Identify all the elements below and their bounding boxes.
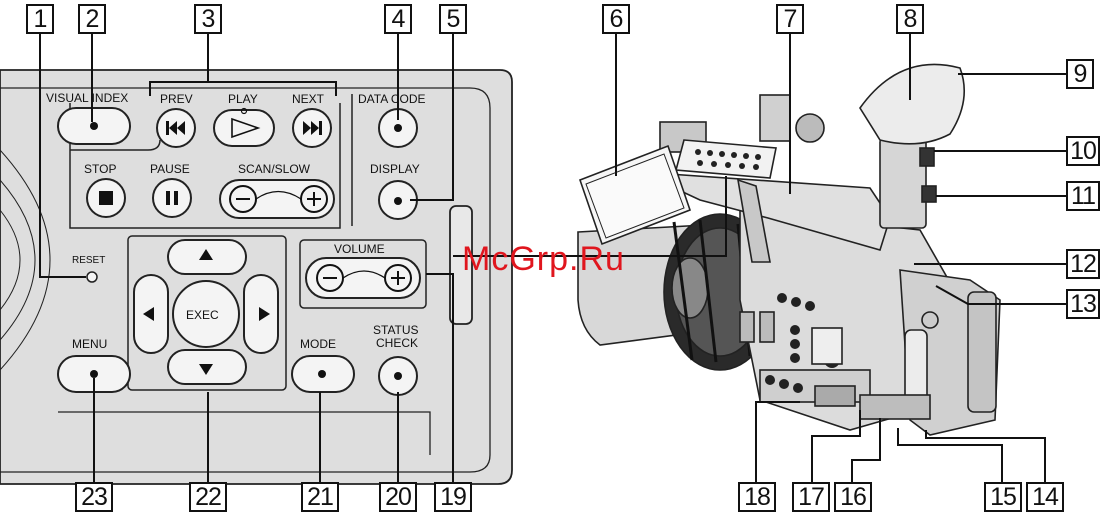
callout-10: 10 xyxy=(1066,136,1100,166)
callout-15: 15 xyxy=(984,482,1022,512)
pause-label: PAUSE xyxy=(150,162,190,176)
play-button[interactable] xyxy=(214,110,274,146)
scan-plus-icon xyxy=(301,186,327,212)
scan-minus-icon xyxy=(230,186,256,212)
callout-7: 7 xyxy=(776,4,804,34)
volume-minus-icon xyxy=(317,265,343,291)
status-check-label-line-1: STATUS xyxy=(373,323,419,337)
callout-1: 1 xyxy=(26,4,54,34)
callout-21: 21 xyxy=(301,482,339,512)
callout-5: 5 xyxy=(439,4,467,34)
stop-icon xyxy=(99,191,113,205)
callout-3: 3 xyxy=(194,4,222,34)
callout-20: 20 xyxy=(379,482,417,512)
prev-label: PREV xyxy=(160,92,193,106)
status-check-label-line-2: CHECK xyxy=(376,336,418,350)
callout-16: 16 xyxy=(834,482,872,512)
callout-12: 12 xyxy=(1066,249,1100,279)
callout-17: 17 xyxy=(792,482,830,512)
callout-19: 19 xyxy=(434,482,472,512)
pause-button[interactable] xyxy=(153,179,191,217)
pause-icon-bar-2 xyxy=(174,191,178,205)
stop-label: STOP xyxy=(84,162,116,176)
reset-button[interactable] xyxy=(87,272,97,282)
next-label: NEXT xyxy=(292,92,325,106)
volume-plus-icon xyxy=(385,265,411,291)
callout-2: 2 xyxy=(78,4,106,34)
callout-23: 23 xyxy=(75,482,113,512)
visual-index-label: VISUAL INDEX xyxy=(46,91,128,105)
scan-slow-label: SCAN/SLOW xyxy=(238,162,311,176)
reset-label: RESET xyxy=(72,255,105,266)
display-label: DISPLAY xyxy=(370,162,420,176)
volume-label: VOLUME xyxy=(334,242,385,256)
callout-13: 13 xyxy=(1066,289,1100,319)
callout-4: 4 xyxy=(384,4,412,34)
pause-icon-bar-1 xyxy=(166,191,170,205)
data-code-label: DATA CODE xyxy=(358,92,426,106)
callout-18: 18 xyxy=(738,482,776,512)
exec-label: EXEC xyxy=(186,308,219,322)
callout-6: 6 xyxy=(602,4,630,34)
watermark-text: McGrp.Ru xyxy=(462,240,625,279)
play-label: PLAY xyxy=(228,92,258,106)
menu-label: MENU xyxy=(72,337,107,351)
callout-22: 22 xyxy=(189,482,227,512)
callout-14: 14 xyxy=(1026,482,1064,512)
callout-9: 9 xyxy=(1066,59,1094,89)
callout-8: 8 xyxy=(896,4,924,34)
mode-label: MODE xyxy=(300,337,336,351)
callout-11: 11 xyxy=(1066,181,1100,211)
